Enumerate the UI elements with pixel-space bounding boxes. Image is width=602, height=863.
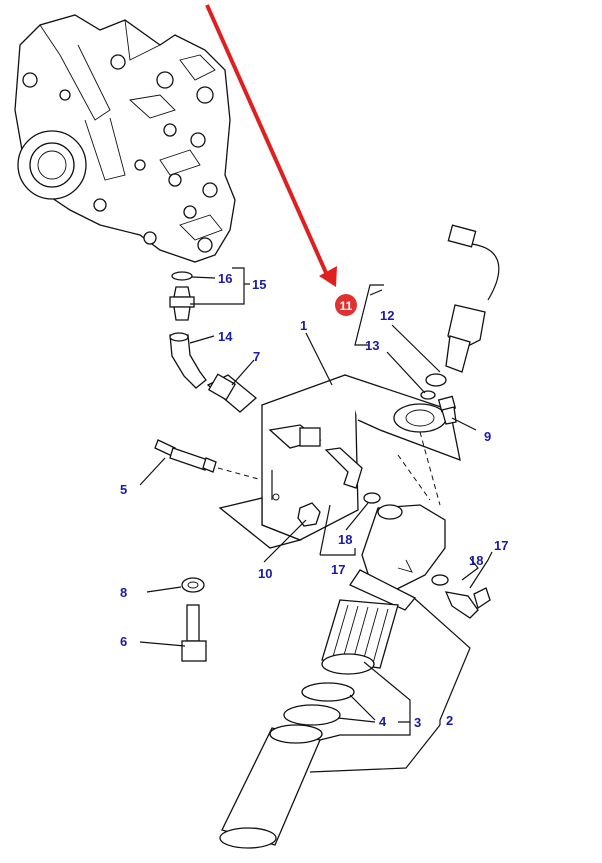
- callout-14: 14: [218, 329, 233, 344]
- callout-12: 12: [380, 308, 394, 323]
- callout-16: 16: [218, 271, 232, 286]
- callout-15: 15: [252, 277, 266, 292]
- callout-3: 3: [414, 715, 421, 730]
- elbow-fitting-14: [169, 332, 207, 389]
- bolt-6: [181, 604, 207, 662]
- callout-13: 13: [365, 338, 379, 353]
- callout-5: 5: [120, 482, 127, 497]
- filter-head-2: [349, 504, 446, 611]
- pressure-switch-12: [445, 224, 500, 373]
- filter-element: [321, 599, 399, 675]
- bolt-9: [437, 395, 457, 425]
- callout-18-right: 18: [469, 553, 483, 568]
- callout-18-left: 18: [338, 532, 352, 547]
- filter-bowl: [219, 724, 323, 849]
- bracket-1: [218, 374, 461, 549]
- elbow-connector: [324, 447, 381, 504]
- nut-10: [297, 502, 321, 527]
- leader-lines: [139, 267, 493, 773]
- callout-10: 10: [258, 566, 272, 581]
- tube-fitting: [268, 424, 322, 449]
- elbow-fitting-17: [431, 574, 491, 619]
- callout-7: 7: [253, 349, 260, 364]
- callout-4: 4: [379, 714, 387, 729]
- callout-9: 9: [484, 429, 491, 444]
- callout-17-right: 17: [494, 538, 508, 553]
- o-ring-16: [171, 271, 193, 281]
- o-ring-13: [420, 373, 447, 400]
- stud-5: [154, 439, 263, 481]
- callout-8: 8: [120, 585, 127, 600]
- valve-block: [14, 14, 236, 263]
- callout-11: 11: [340, 299, 353, 313]
- callout-17-left: 17: [331, 562, 345, 577]
- o-rings-4: [283, 682, 355, 726]
- callout-2: 2: [446, 713, 453, 728]
- callouts: 16 15 14 7 1 12 13 9 5 18 17 10 18 17 8 …: [120, 271, 508, 730]
- callout-6: 6: [120, 634, 127, 649]
- callout-1: 1: [300, 318, 307, 333]
- adapter-15: [169, 286, 195, 321]
- washer-8: [181, 577, 205, 593]
- highlight-badge: 11: [335, 294, 357, 316]
- fitting-7: [206, 373, 258, 413]
- highlight-arrow: [205, 4, 337, 287]
